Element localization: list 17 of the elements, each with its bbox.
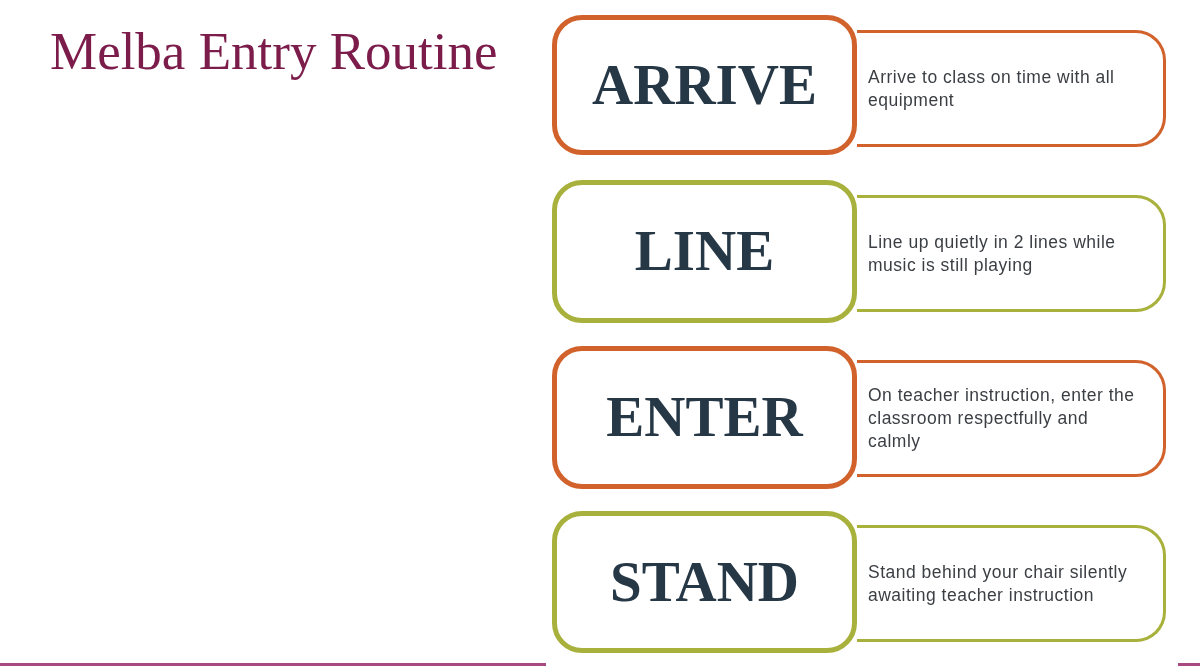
step-title-box xyxy=(552,15,857,155)
step-title: STAND xyxy=(610,550,799,614)
step-title: ENTER xyxy=(606,386,803,449)
step-title-box xyxy=(552,511,857,653)
step-description-box xyxy=(857,195,1166,312)
step-description-box xyxy=(857,360,1166,477)
page-title: Melba Entry Routine xyxy=(50,21,498,82)
step-description: Arrive to class on time with all equipment xyxy=(868,65,1116,112)
step-title-box xyxy=(552,180,857,323)
step-title: LINE xyxy=(634,220,775,283)
step-description-box xyxy=(857,525,1166,642)
step-description: Line up quietly in 2 lines while music is still playing xyxy=(868,230,1117,277)
step-title-box xyxy=(552,346,857,489)
step-description: On teacher instruction, enter the classroom respectfully and calmly xyxy=(868,384,1136,453)
step-description-box xyxy=(857,30,1166,147)
step-title: ARRIVE xyxy=(592,53,817,117)
step-description: Stand behind your chair silently awaiting teacher instruction xyxy=(868,560,1129,607)
